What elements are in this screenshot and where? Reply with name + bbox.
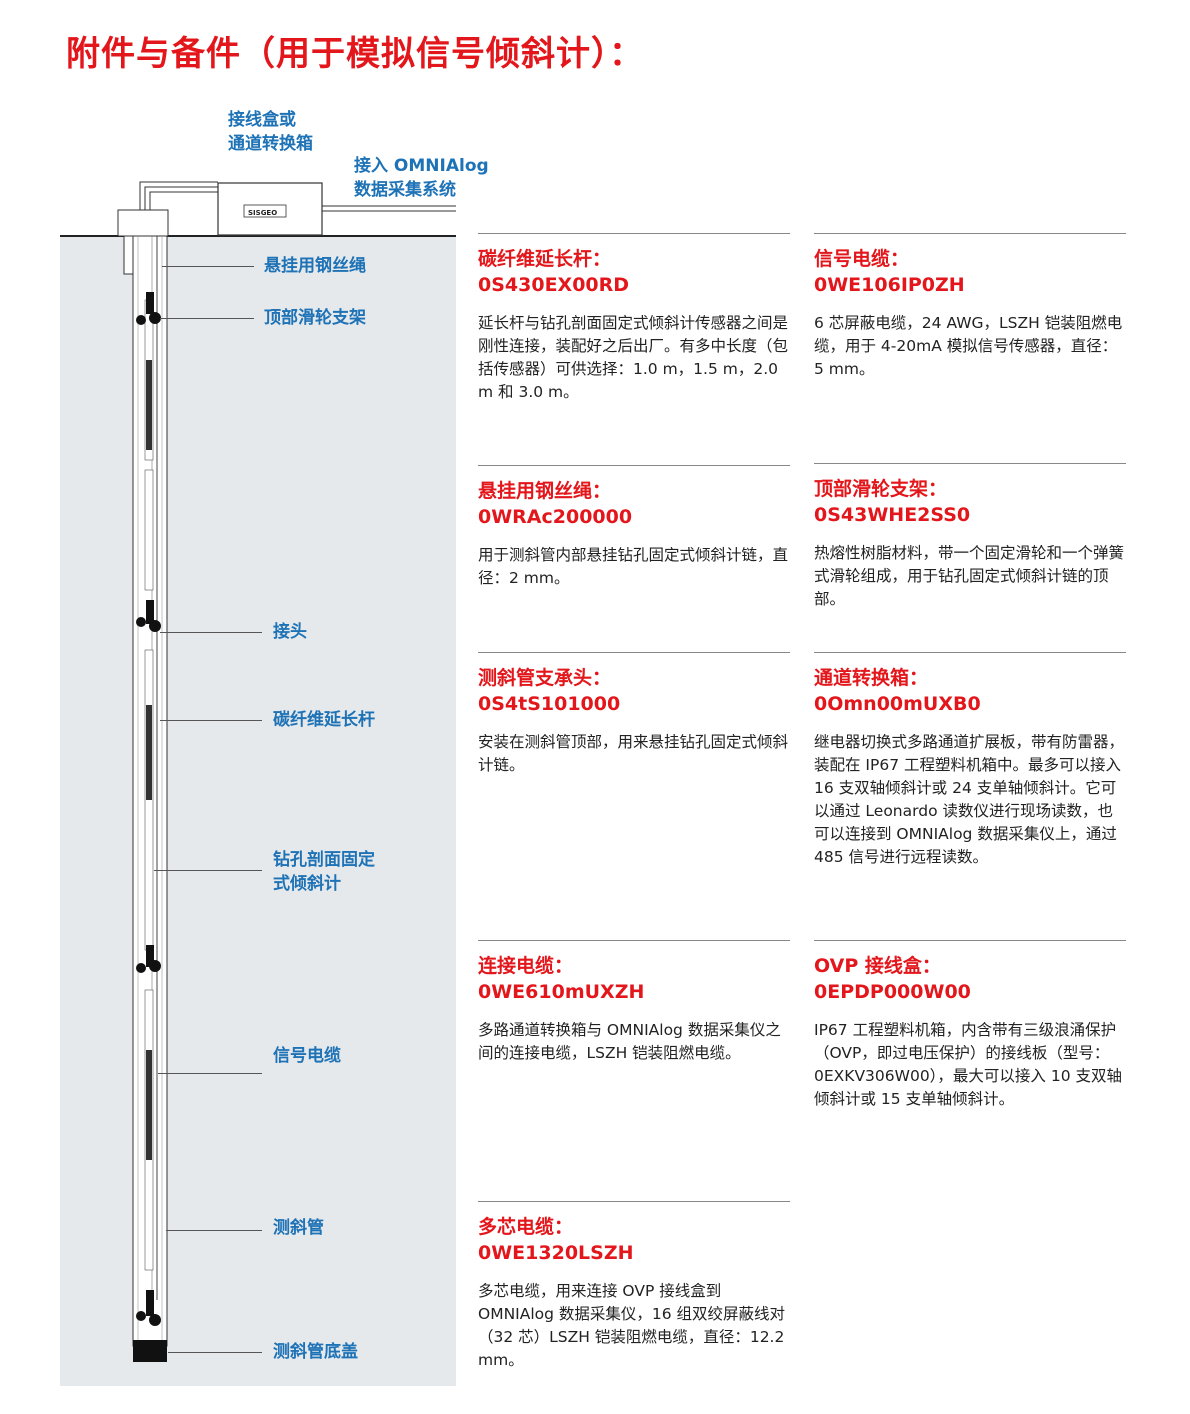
item-name: 多芯电缆： — [478, 1216, 574, 1238]
item-description: 多芯电缆，用来连接 OVP 接线盒到 OMNIAlog 数据采集仪，16 组双绞… — [478, 1282, 786, 1369]
leader-casing — [166, 1230, 262, 1231]
item-divider — [478, 465, 790, 466]
item-description: 延长杆与钻孔剖面固定式倾斜计传感器之间是刚性连接，装配好之后出厂。有多中长度（包… — [478, 314, 789, 401]
leader-carbon-rod — [160, 720, 262, 721]
item-code: 0WRAc200000 — [478, 506, 633, 528]
leader-bottom-cap — [168, 1352, 262, 1353]
item-code: 0Omn00mUXB0 — [814, 693, 981, 715]
item-description: 热熔性树脂材料，带一个固定滑轮和一个弹簧式滑轮组成，用于钻孔固定式倾斜计链的顶部… — [814, 544, 1125, 608]
joint-3 — [136, 1290, 161, 1326]
item-carbon-rod: 碳纤维延长杆： 0S430EX00RD 延长杆与钻孔剖面固定式倾斜计传感器之间是… — [478, 233, 790, 404]
label-bottom-cap: 测斜管底盖 — [273, 1342, 358, 1362]
item-connection-cable: 连接电缆： 0WE610mUXZH 多路通道转换箱与 OMNIAlog 数据采集… — [478, 940, 790, 1065]
item-divider — [478, 940, 790, 941]
label-wire-rope: 悬挂用钢丝绳 — [264, 256, 366, 276]
item-top-pulley: 顶部滑轮支架： 0S43WHE2SS0 热熔性树脂材料，带一个固定滑轮和一个弹簧… — [814, 463, 1126, 611]
label-casing: 测斜管 — [273, 1218, 324, 1238]
joint-1 — [136, 600, 161, 632]
leader-inclinometer — [154, 870, 262, 871]
leader-joint — [160, 632, 262, 633]
item-description: IP67 工程塑料机箱，内含带有三级浪涌保护（OVP，即过电压保护）的接线板（型… — [814, 1021, 1123, 1108]
casing-bottom-cap — [133, 1340, 167, 1362]
item-description: 继电器切换式多路通道扩展板，带有防雷器，装配在 IP67 工程塑料机箱中。最多可… — [814, 733, 1125, 866]
item-multiplexer-box: 通道转换箱： 0Omn00mUXB0 继电器切换式多路通道扩展板，带有防雷器，装… — [814, 652, 1126, 869]
item-name: 通道转换箱： — [814, 667, 929, 689]
item-code: 0S43WHE2SS0 — [814, 504, 971, 526]
item-divider — [478, 233, 790, 234]
item-code: 0S430EX00RD — [478, 274, 630, 296]
item-name: 悬挂用钢丝绳： — [478, 480, 612, 502]
item-description: 多路通道转换箱与 OMNIAlog 数据采集仪之间的连接电缆，LSZH 铠装阻燃… — [478, 1021, 781, 1062]
installation-diagram: SISGEO — [60, 181, 456, 1362]
item-ovp-junction-box: OVP 接线盒： 0EPDP000W00 IP67 工程塑料机箱，内含带有三级浪… — [814, 940, 1126, 1111]
item-casing-head: 测斜管支承头： 0S4tS101000 安装在测斜管顶部，用来悬挂钻孔固定式倾斜… — [478, 652, 790, 777]
item-description: 6 芯屏蔽电缆，24 AWG，LSZH 铠装阻燃电缆，用于 4-20mA 模拟信… — [814, 314, 1123, 378]
item-name: 连接电缆： — [478, 955, 574, 977]
item-divider — [814, 652, 1126, 653]
item-divider — [814, 233, 1126, 234]
item-multicore-cable: 多芯电缆： 0WE1320LSZH 多芯电缆，用来连接 OVP 接线盒到 OMN… — [478, 1201, 790, 1372]
item-name: 碳纤维延长杆： — [478, 248, 612, 270]
leader-signal-cable — [158, 1073, 262, 1074]
item-code: 0EPDP000W00 — [814, 981, 971, 1003]
item-code: 0WE1320LSZH — [478, 1242, 634, 1264]
item-description: 用于测斜管内部悬挂钻孔固定式倾斜计链，直径：2 mm。 — [478, 546, 789, 587]
item-divider — [478, 652, 790, 653]
item-description: 安装在测斜管顶部，用来悬挂钻孔固定式倾斜计链。 — [478, 733, 789, 774]
item-wire-rope: 悬挂用钢丝绳： 0WRAc200000 用于测斜管内部悬挂钻孔固定式倾斜计链，直… — [478, 465, 790, 590]
item-name: 测斜管支承头： — [478, 667, 612, 689]
item-name: 信号电缆： — [814, 248, 910, 270]
joint-2 — [136, 945, 161, 973]
page-title: 附件与备件（用于模拟信号倾斜计）： — [66, 34, 644, 74]
leader-wire-rope — [162, 266, 254, 267]
item-code: 0WE610mUXZH — [478, 981, 645, 1003]
label-joint: 接头 — [273, 622, 307, 642]
item-code: 0WE106IP0ZH — [814, 274, 965, 296]
label-junction-box: 接线盒或 通道转换箱 — [228, 110, 313, 154]
label-top-pulley: 顶部滑轮支架 — [264, 308, 366, 328]
label-inclinometer: 钻孔剖面固定 式倾斜计 — [273, 850, 375, 894]
item-signal-cable: 信号电缆： 0WE106IP0ZH 6 芯屏蔽电缆，24 AWG，LSZH 铠装… — [814, 233, 1126, 381]
leader-top-pulley — [160, 318, 254, 319]
item-divider — [814, 940, 1126, 941]
sisgeo-logo: SISGEO — [248, 209, 277, 217]
item-divider — [478, 1201, 790, 1202]
ground-section-background — [60, 236, 456, 1386]
item-divider — [814, 463, 1126, 464]
label-signal-cable: 信号电缆 — [273, 1046, 341, 1066]
item-name: OVP 接线盒： — [814, 955, 941, 977]
joint-top-pulley — [136, 292, 161, 325]
item-name: 顶部滑轮支架： — [814, 478, 948, 500]
item-code: 0S4tS101000 — [478, 693, 621, 715]
label-to-omnialog: 接入 OMNIAlog 数据采集系统 — [354, 156, 489, 200]
label-carbon-rod: 碳纤维延长杆 — [273, 710, 375, 730]
